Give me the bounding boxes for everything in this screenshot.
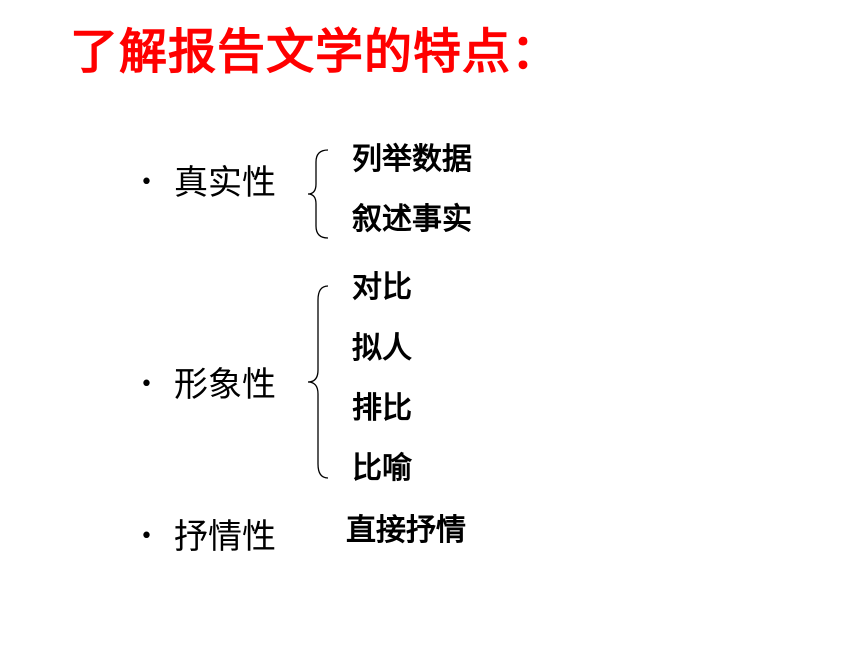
slide-title: 了解报告文学的特点： [70,24,561,80]
bullet-dot-icon: • [140,170,153,195]
sub-item: 直接抒情 [346,513,466,548]
sub-item: 对比 [352,270,412,305]
bullet-label-imagery: 形象性 [174,365,276,405]
left-brace-icon [307,285,329,479]
bullet-label-lyricism: 抒情性 [174,517,276,557]
sub-item: 拟人 [352,331,412,366]
sub-item: 排比 [352,391,412,426]
left-brace-icon [307,149,329,239]
bullet-dot-icon: • [140,372,153,397]
bullet-label-authenticity: 真实性 [174,163,276,203]
sub-item: 叙述事实 [352,202,472,237]
bullet-dot-icon: • [140,524,153,549]
sub-item: 列举数据 [352,142,472,177]
sub-item: 比喻 [352,451,412,486]
